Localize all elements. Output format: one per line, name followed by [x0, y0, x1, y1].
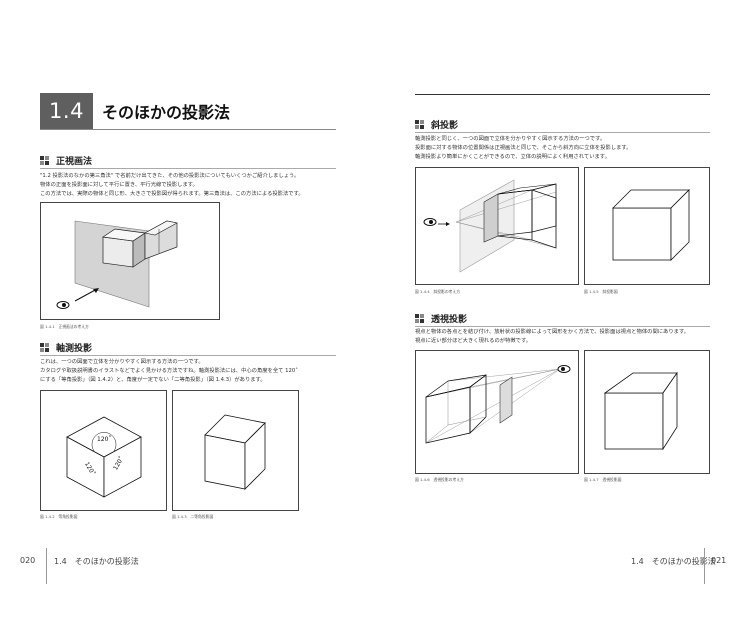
eye-icon	[557, 365, 571, 373]
folio-divider	[704, 548, 705, 584]
chapter-number: 1.4	[49, 99, 84, 123]
angle-label-top: 120˚	[97, 436, 111, 443]
oblique-cube-diagram	[612, 189, 690, 261]
chapter-number-box: 1.4	[40, 93, 93, 129]
figure-perspective	[584, 350, 710, 474]
section-body: 軸測投影と同じく、一つの図面で立体を分かりやすく図示する方法の一つです。 投影面…	[415, 136, 632, 160]
dimetric-cube-diagram	[204, 414, 266, 490]
figure-caption: 図 1.4.6 透視投影の考え方	[415, 477, 464, 482]
section-title: 斜投影	[431, 121, 459, 131]
isometric-cube-diagram: 120˚ 120˚ 120˚	[66, 416, 142, 498]
figure-caption: 図 1.4.4 斜投影の考え方	[415, 289, 461, 294]
top-rule	[415, 94, 710, 95]
chapter-title: そのほかの投影法	[102, 103, 231, 122]
orthographic-concept-diagram	[56, 220, 178, 309]
figure-caption: 図 1.4.5 斜投影図	[584, 289, 618, 294]
right-page: 斜投影 軸測投影と同じく、一つの図面で立体を分かりやすく図示する方法の一つです。…	[375, 0, 750, 640]
section-body: "1.2 投影法のなかの第三角法" で名前だけ出てきた、その他の投影法についても…	[40, 173, 304, 197]
left-page: 1.4 そのほかの投影法 正視画法 "1.2 投影法のなかの第三角法" で名前だ…	[20, 93, 336, 584]
section-heading: 軸測投影	[40, 341, 336, 356]
section-square-icon	[40, 343, 50, 353]
page-number: 021	[711, 556, 727, 565]
eye-icon	[423, 218, 437, 226]
chapter-underline	[40, 129, 336, 130]
running-footer: 1.4 そのほかの投影法	[54, 557, 139, 566]
section-title: 軸測投影	[56, 344, 93, 354]
perspective-concept-diagram	[425, 365, 571, 444]
section-heading: 透視投影	[415, 312, 710, 327]
figure-caption: 図 1.4.7 透視投影図	[584, 477, 622, 482]
running-footer: 1.4 そのほかの投影法	[631, 557, 716, 566]
section-title: 透視投影	[431, 315, 468, 325]
perspective-cube-diagram	[603, 371, 678, 451]
section-heading: 正視画法	[40, 154, 336, 169]
figure-caption: 図 1.4.3 二等角投影図	[172, 514, 214, 519]
section-square-icon	[40, 156, 50, 166]
section-heading: 斜投影	[415, 118, 710, 133]
figure-oblique-concept	[415, 167, 579, 285]
section-square-icon	[415, 120, 425, 130]
folio-divider	[46, 548, 47, 584]
section-body: これは、一つの図面で立体を分かりやすく図示する方法の一つです。 カタログや取扱説…	[40, 359, 298, 383]
section-square-icon	[415, 314, 425, 324]
eye-icon	[56, 301, 70, 309]
page-number: 020	[20, 556, 36, 565]
figure-isometric: 120˚ 120˚ 120˚	[40, 390, 167, 511]
section-title: 正視画法	[56, 157, 93, 167]
figure-caption: 図 1.4.2 等角投影図	[40, 514, 78, 519]
oblique-concept-diagram	[423, 179, 557, 273]
figure-oblique	[584, 167, 710, 285]
figure-perspective-concept	[415, 350, 579, 474]
figure-orthographic-concept	[40, 202, 220, 320]
figure-caption: 図 1.4.1 正視画法の考え方	[40, 324, 89, 329]
section-body: 視点と物体の各点とを結び付け、放射状の投影線によって図形をかく方法で、投影面は視…	[415, 329, 690, 344]
figure-dimetric	[172, 390, 299, 511]
